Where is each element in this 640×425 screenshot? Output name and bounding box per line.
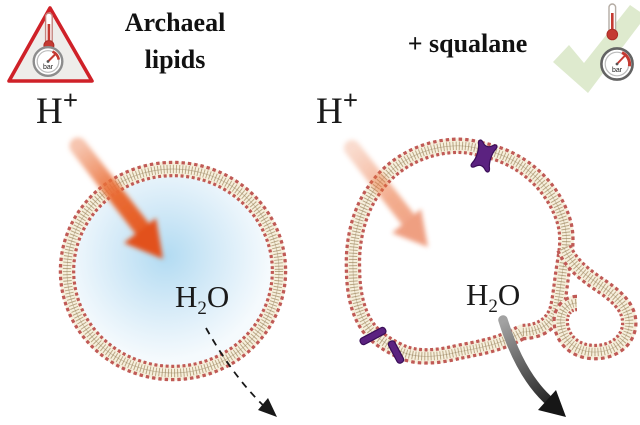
water-label-left: H2O [175, 279, 229, 320]
left-vesicle-lumen [75, 177, 271, 365]
proton-charge: + [342, 85, 359, 115]
left-title-line1: Archaeal [124, 8, 226, 37]
water-arrow-left [205, 327, 277, 417]
water-sub: 2 [488, 296, 498, 317]
water-h: H [175, 279, 198, 314]
warning-triangle-icon [7, 6, 94, 83]
pressure-gauge-icon [32, 46, 64, 78]
proton-label-left: H+ [36, 85, 78, 133]
thermometer-icon [43, 12, 55, 51]
water-arrow-right [498, 315, 566, 417]
right-title: + squalane [407, 29, 528, 58]
proton-symbol: H [36, 91, 63, 132]
checkmark-icon [553, 5, 640, 93]
squalane-plug-bottom1-icon [359, 326, 387, 346]
left-title-line2: lipids [144, 45, 206, 74]
water-o: O [497, 277, 521, 312]
proton-symbol: H [316, 91, 343, 132]
squalane-plug-bottom2-icon [387, 340, 405, 364]
pressure-gauge-icon-right [600, 47, 634, 81]
squalane-plug-icons [359, 139, 498, 364]
proton-arrow-left [69, 137, 163, 259]
gauge-unit-right: bar [611, 67, 623, 74]
pressure-ok-icon [553, 3, 640, 93]
proton-charge: + [62, 85, 79, 115]
gauge-unit-left: bar [42, 64, 54, 71]
right-vesicle-curl [561, 248, 630, 352]
water-o: O [206, 279, 230, 314]
left-title: Archaeal lipids [95, 4, 255, 78]
proton-label-right: H+ [316, 85, 358, 133]
water-sub: 2 [197, 298, 207, 319]
water-h: H [466, 277, 489, 312]
squalane-plug-top-icon [470, 139, 498, 173]
water-label-right: H2O [466, 277, 520, 318]
thermometer-icon-right [606, 3, 619, 41]
proton-arrow-right [344, 140, 428, 247]
